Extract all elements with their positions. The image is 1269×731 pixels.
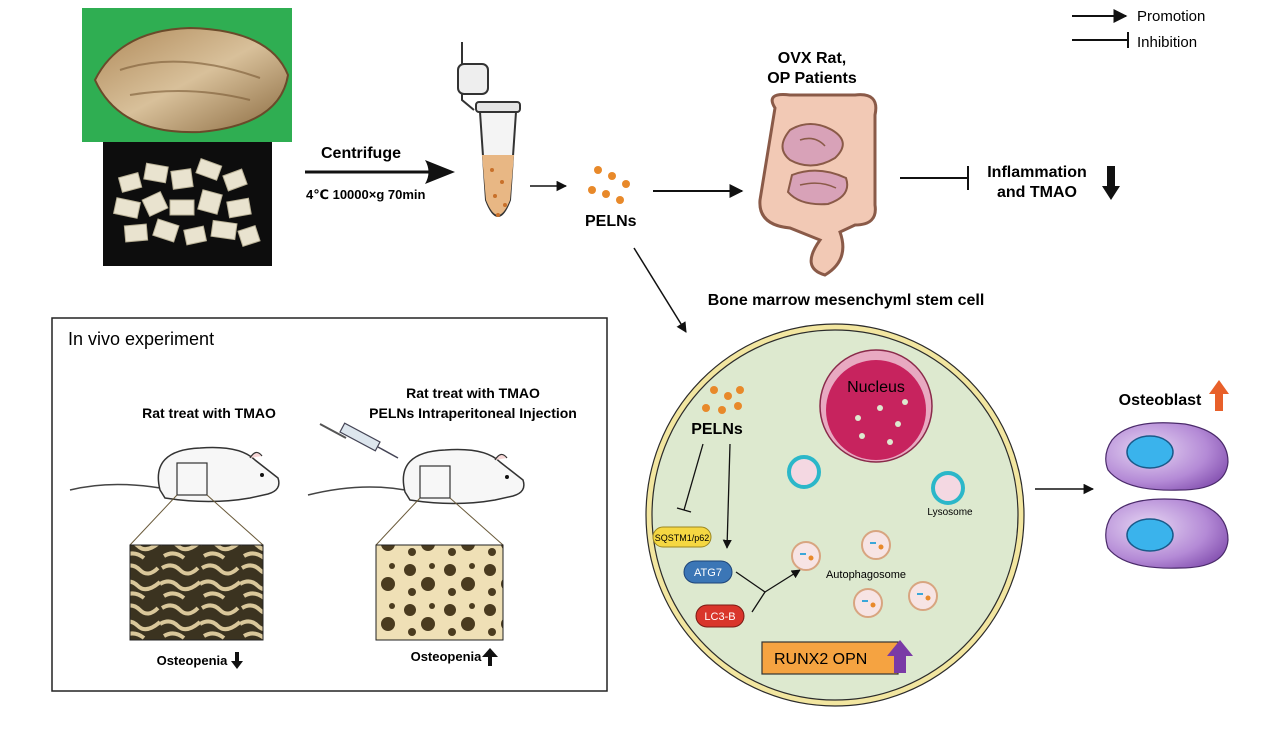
- centrifuge-label: Centrifuge: [321, 145, 401, 162]
- down-arrow-icon: [1102, 166, 1120, 200]
- gut-title-line2: OP Patients: [767, 70, 857, 87]
- legend-promotion-label: Promotion: [1137, 8, 1205, 25]
- autophagosome: [791, 530, 938, 618]
- pelns-inhibits-sqstm1-line: [683, 443, 704, 511]
- lc3b-protein: LC3-B: [695, 604, 745, 628]
- right-outcome-label: Osteopenia: [411, 649, 483, 664]
- legend: Promotion Inhibition: [1072, 8, 1205, 51]
- up-arrow-icon: [887, 640, 913, 673]
- peel-photo: [82, 8, 292, 142]
- syringe-icon: [319, 422, 399, 459]
- lc3b-label: LC3-B: [704, 611, 735, 623]
- centrifuge-tube-icon: [457, 42, 521, 217]
- to-autophagosome-arrow: [764, 569, 801, 593]
- up-arrow-icon: [482, 648, 498, 666]
- nucleus-label: Nucleus: [847, 379, 905, 396]
- in-vivo-title: In vivo experiment: [68, 329, 214, 349]
- up-arrow-icon: [1209, 380, 1229, 411]
- rat-icon: [307, 448, 525, 505]
- markers-label: RUNX2 OPN: [774, 651, 867, 668]
- cell-pelns-label: PELNs: [691, 421, 743, 438]
- gut-effect-line1: Inflammation: [987, 164, 1087, 181]
- cell-title: Bone marrow mesenchyml stem cell: [708, 292, 985, 309]
- sqstm1-label: SQSTM1/p62: [655, 533, 710, 543]
- centrifuge-conditions: 4℃ 10000×g 70min: [306, 187, 426, 202]
- atg7-protein: ATG7: [683, 560, 733, 584]
- right-group-label-line2: PELNs Intraperitoneal Injection: [369, 405, 577, 421]
- centrifuge-step: Centrifuge 4℃ 10000×g 70min: [305, 145, 455, 202]
- left-group-label: Rat treat with TMAO: [142, 405, 276, 421]
- intestine-icon: [758, 93, 878, 277]
- peel-pieces-photo: [103, 142, 272, 266]
- in-vivo-panel: In vivo experiment Rat treat with TMAO R…: [51, 317, 608, 692]
- gut-title-line1: OVX Rat,: [778, 50, 846, 67]
- left-outcome-label: Osteopenia: [157, 653, 229, 668]
- osteoblast-cell: [1105, 422, 1229, 491]
- legend-inhibition-label: Inhibition: [1137, 34, 1197, 51]
- down-arrow-icon: [231, 652, 243, 669]
- atg7-label: ATG7: [694, 567, 722, 579]
- pelns-particles-icon: [588, 166, 630, 204]
- pelns-label: PELNs: [585, 213, 637, 230]
- bone-section-improved: [375, 544, 504, 641]
- sqstm1-protein: SQSTM1/p62: [652, 526, 712, 548]
- stem-cell: Nucleus PELNs SQSTM1/p62 ATG7 LC3-B: [645, 323, 1025, 707]
- markers-box: RUNX2 OPN: [761, 641, 899, 675]
- pelns-particles-icon: [702, 386, 744, 414]
- lysosome: [787, 455, 965, 505]
- right-group-label-line1: Rat treat with TMAO: [406, 385, 540, 401]
- pelns-to-atg7-arrow: [722, 443, 732, 549]
- osteoblast-cell: [1105, 498, 1229, 569]
- nucleus: [819, 349, 933, 463]
- pelns-to-cell-arrow: [633, 247, 687, 333]
- autophagosome-label: Autophagosome: [826, 569, 906, 581]
- bone-section-osteopenic: [129, 544, 264, 641]
- lysosome-label: Lysosome: [927, 507, 973, 518]
- gut-effect-line2: and TMAO: [997, 184, 1077, 201]
- osteoblast-label: Osteoblast: [1119, 392, 1202, 409]
